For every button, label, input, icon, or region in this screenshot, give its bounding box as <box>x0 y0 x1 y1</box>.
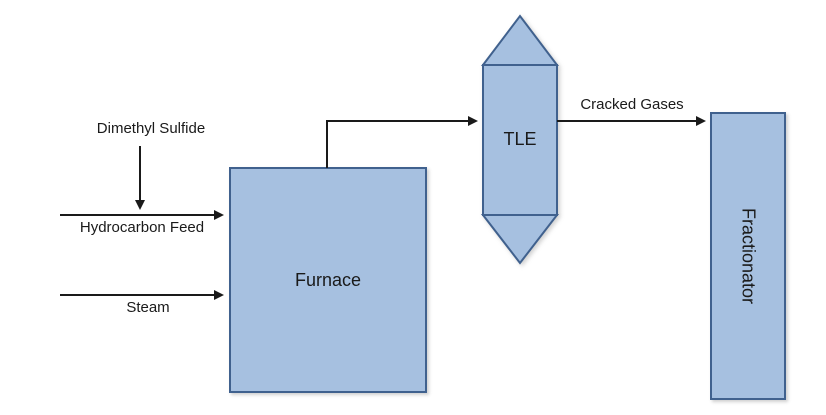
steam-label: Steam <box>126 299 170 316</box>
tle-top-cone <box>480 14 560 66</box>
tle-label: TLE <box>503 129 537 149</box>
furnace-label: Furnace <box>294 269 362 290</box>
furnace-to-tle-vertical-line <box>326 120 328 168</box>
furnace-box: Furnace <box>229 167 427 393</box>
tle-body <box>482 64 558 216</box>
arrowhead-right-icon <box>214 210 224 220</box>
tle-vessel <box>480 14 560 265</box>
arrowhead-right-icon <box>696 116 706 126</box>
cracked-gases-arrow-line <box>557 120 696 122</box>
tle-bottom-cone <box>480 214 560 265</box>
arrowhead-right-icon <box>468 116 478 126</box>
cracked-gases-label: Cracked Gases <box>580 96 684 113</box>
dimethyl-sulfide-label: Dimethyl Sulfide <box>96 120 206 137</box>
hydrocarbon-feed-arrow-line <box>60 214 214 216</box>
hydrocarbon-feed-label: Hydrocarbon Feed <box>79 219 205 236</box>
steam-arrow-line <box>60 294 214 296</box>
fractionator-box: Fractionator <box>710 112 786 400</box>
fractionator-label: Fractionator <box>738 207 759 305</box>
furnace-to-tle-horizontal-line <box>326 120 468 122</box>
dimethyl-sulfide-arrow-line <box>139 146 141 202</box>
arrowhead-down-icon <box>135 200 145 210</box>
arrowhead-right-icon <box>214 290 224 300</box>
